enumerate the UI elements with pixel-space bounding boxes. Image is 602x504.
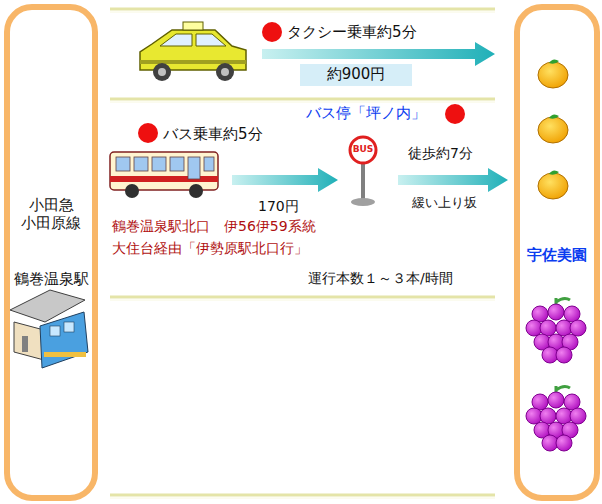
route-label: タクシー乗車約5分: [287, 23, 417, 41]
route-label: 170円: [258, 198, 299, 215]
rounded-panel: 宇佐美園: [514, 4, 600, 501]
bus-stop-sign: [350, 137, 376, 206]
route-label: BUS: [353, 144, 374, 155]
route-label: 徒歩約7分: [408, 145, 473, 162]
station: [10, 290, 88, 368]
route-label: 大住台経由「伊勢原駅北口行」: [112, 240, 308, 257]
route-label: 鶴巻温泉駅北口 伊56伊59系統: [112, 218, 316, 235]
station-name: 鶴巻温泉駅: [10, 270, 92, 288]
route-label: 運行本数１～３本/時間: [308, 270, 453, 287]
station-name: 宇佐美園: [520, 246, 594, 264]
route-label: バス乗車約5分: [163, 125, 263, 143]
route-label: 緩い上り坂: [412, 195, 477, 211]
rounded-panel: 小田急 小田原線鶴巻温泉駅: [4, 4, 98, 501]
station-name: 小田急 小田原線: [10, 196, 92, 232]
bus: [110, 152, 218, 198]
route-label: バス停「坪ノ内」: [306, 104, 426, 122]
route-label: 約900円: [327, 65, 386, 83]
taxi: [140, 22, 246, 81]
